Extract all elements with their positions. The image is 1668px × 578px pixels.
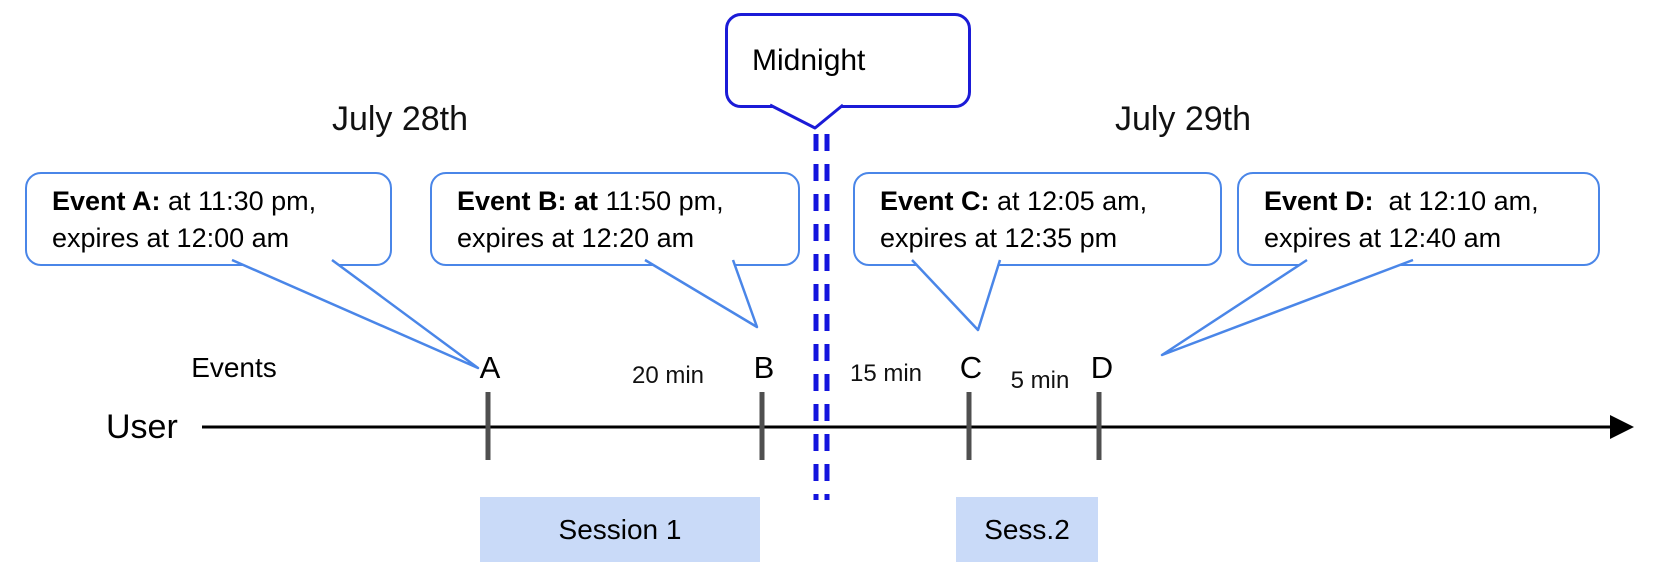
- event-a-callout: Event A: at 11:30 pm, expires at 12:00 a…: [25, 172, 392, 266]
- midnight-callout: Midnight: [725, 13, 971, 108]
- tick-label-b: B: [753, 350, 775, 385]
- event-d-callout-tail: [1160, 258, 1414, 357]
- event-a-line1: Event A: at 11:30 pm,: [52, 186, 317, 216]
- date-label-july-28: July 28th: [331, 100, 469, 138]
- event-d-line1: Event D: at 12:10 am,: [1264, 186, 1539, 216]
- session-2-label: Sess.2: [984, 513, 1070, 545]
- events-axis-label: Events: [191, 352, 277, 383]
- session-1-block: Session 1: [480, 497, 760, 562]
- event-b-line2: expires at 12:20 am: [457, 223, 695, 253]
- event-b-callout-tail: [644, 258, 759, 329]
- event-d-line2: expires at 12:40 am: [1264, 223, 1502, 253]
- event-c-line2: expires at 12:35 pm: [880, 223, 1118, 253]
- event-b-line1: Event B: at 11:50 pm,: [457, 186, 724, 216]
- event-d-callout: Event D: at 12:10 am, expires at 12:40 a…: [1237, 172, 1600, 266]
- user-axis-label: User: [106, 408, 178, 446]
- event-c-line1: Event C: at 12:05 am,: [880, 186, 1148, 216]
- event-c-callout: Event C: at 12:05 am, expires at 12:35 p…: [853, 172, 1222, 266]
- event-b-callout: Event B: at 11:50 pm, expires at 12:20 a…: [430, 172, 800, 266]
- tick-label-c: C: [959, 350, 983, 385]
- session-1-label: Session 1: [558, 513, 682, 545]
- tick-label-a: A: [479, 350, 501, 385]
- gap-label-15min: 15 min: [849, 360, 923, 387]
- date-label-july-29: July 29th: [1114, 100, 1252, 138]
- event-c-callout-tail: [911, 259, 1002, 332]
- timeline-arrowhead-icon: [1610, 415, 1634, 439]
- tick-label-d: D: [1090, 350, 1114, 385]
- session-2-block: Sess.2: [956, 497, 1098, 562]
- gap-label-20min: 20 min: [631, 362, 705, 389]
- gap-label-5min: 5 min: [1010, 367, 1070, 394]
- midnight-callout-tail: [769, 103, 844, 130]
- event-a-line2: expires at 12:00 am: [52, 223, 290, 253]
- midnight-callout-label: Midnight: [752, 43, 866, 77]
